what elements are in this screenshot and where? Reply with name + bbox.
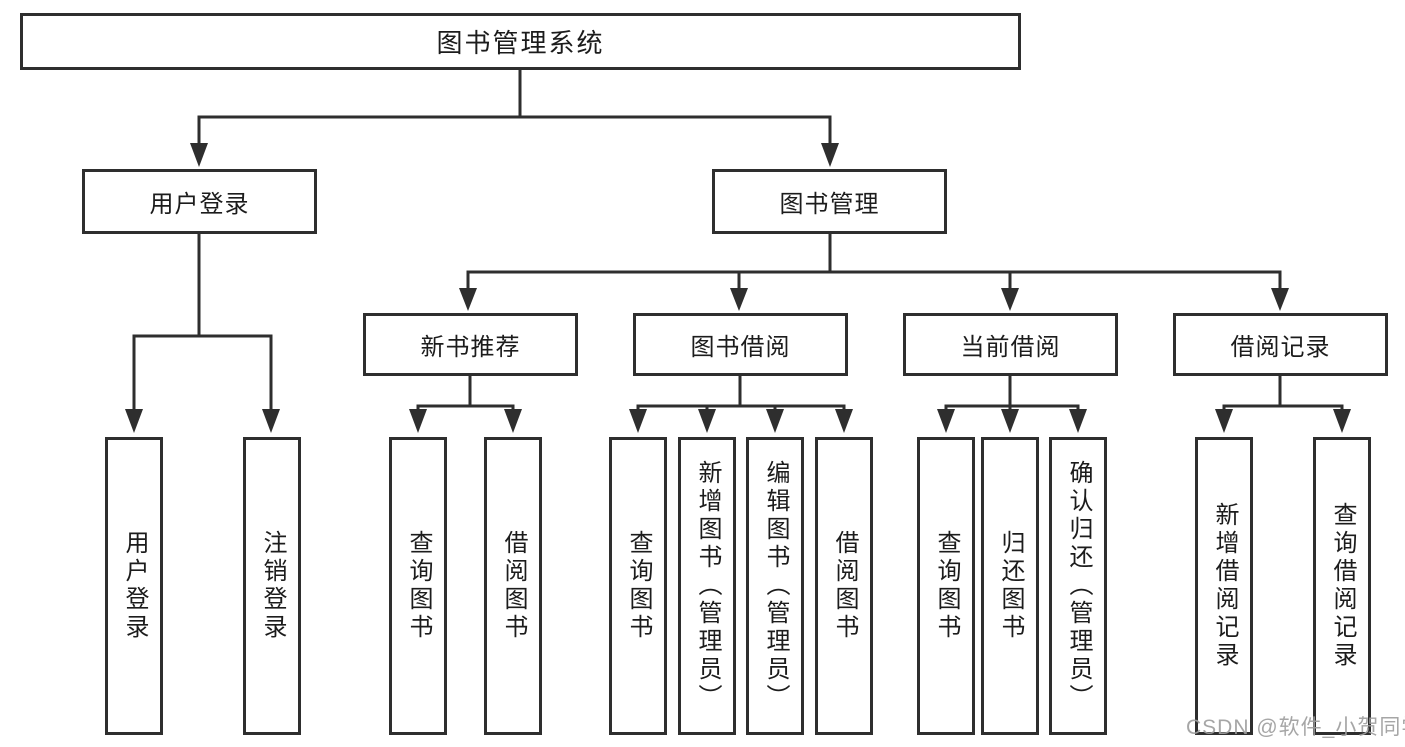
- node-book-borrow-label: 图书借阅: [690, 334, 791, 361]
- leaf-add-borrow-record-label: 新增借阅记录: [1211, 502, 1238, 670]
- node-user-login-label: 用户登录: [149, 191, 250, 218]
- leaf-add-book-admin-label: 新增图书（管理员）: [694, 460, 721, 712]
- connector-new-book-recommend: [409, 375, 522, 433]
- leaf-query-borrow-record: 查询借阅记录: [1313, 437, 1371, 735]
- leaf-query-books-current-label: 查询图书: [933, 530, 960, 642]
- connector-current-borrow: [937, 375, 1087, 433]
- connector-borrow-records: [1215, 375, 1351, 433]
- leaf-edit-book-admin: 编辑图书（管理员）: [746, 437, 804, 735]
- node-current-borrow: 当前借阅: [903, 313, 1118, 376]
- node-new-book-recommend: 新书推荐: [363, 313, 578, 376]
- node-user-login: 用户登录: [82, 169, 317, 234]
- leaf-query-books-current: 查询图书: [917, 437, 975, 735]
- leaf-query-books-recommend-label: 查询图书: [405, 530, 432, 642]
- node-borrow-records-label: 借阅记录: [1230, 334, 1331, 361]
- leaf-user-login: 用户登录: [105, 437, 163, 735]
- leaf-query-books-borrow-label: 查询图书: [625, 530, 652, 642]
- leaf-edit-book-admin-label: 编辑图书（管理员）: [762, 460, 789, 712]
- node-book-management: 图书管理: [712, 169, 947, 234]
- leaf-logout-label: 注销登录: [259, 530, 286, 642]
- node-root: 图书管理系统: [20, 13, 1021, 70]
- connector-book-management: [459, 233, 1289, 311]
- node-new-book-recommend-label: 新书推荐: [420, 334, 521, 361]
- leaf-borrow-books-recommend: 借阅图书: [484, 437, 542, 735]
- node-book-management-label: 图书管理: [779, 191, 880, 218]
- leaf-logout: 注销登录: [243, 437, 301, 735]
- leaf-query-borrow-record-label: 查询借阅记录: [1329, 502, 1356, 670]
- leaf-borrow-books: 借阅图书: [815, 437, 873, 735]
- leaf-confirm-return-admin-label: 确认归还（管理员）: [1065, 460, 1092, 712]
- leaf-borrow-books-recommend-label: 借阅图书: [500, 530, 527, 642]
- leaf-confirm-return-admin: 确认归还（管理员）: [1049, 437, 1107, 735]
- connector-root: [190, 69, 839, 167]
- node-current-borrow-label: 当前借阅: [960, 334, 1061, 361]
- leaf-query-books-recommend: 查询图书: [389, 437, 447, 735]
- leaf-add-borrow-record: 新增借阅记录: [1195, 437, 1253, 735]
- leaf-borrow-books-label: 借阅图书: [831, 530, 858, 642]
- connector-book-borrow: [629, 375, 853, 433]
- leaf-user-login-label: 用户登录: [121, 530, 148, 642]
- leaf-add-book-admin: 新增图书（管理员）: [678, 437, 736, 735]
- node-root-label: 图书管理系统: [436, 28, 605, 58]
- leaf-query-books-borrow: 查询图书: [609, 437, 667, 735]
- node-borrow-records: 借阅记录: [1173, 313, 1388, 376]
- leaf-return-books-label: 归还图书: [997, 530, 1024, 642]
- node-book-borrow: 图书借阅: [633, 313, 848, 376]
- csdn-watermark: CSDN @软件_小贺同学: [1186, 716, 1405, 739]
- leaf-return-books: 归还图书: [981, 437, 1039, 735]
- connector-user-login: [125, 233, 280, 433]
